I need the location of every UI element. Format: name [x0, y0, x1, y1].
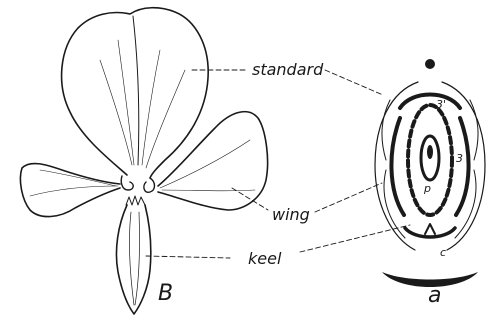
- diagram-keel: [405, 228, 455, 237]
- diagram-keel-notch: [425, 224, 435, 234]
- outer-calyx-right: [442, 82, 485, 250]
- floral-diagram: 3' 3 p c: [375, 59, 485, 287]
- standard-veins: [100, 40, 185, 168]
- outer-calyx-left: [375, 82, 418, 250]
- pistil-inner: [427, 145, 433, 159]
- mark-three-prime: 3': [436, 98, 446, 111]
- standard-leader-right: [325, 70, 383, 95]
- label-keel: keel: [248, 249, 282, 268]
- label-standard: standard: [252, 60, 324, 79]
- diagram-wing-right: [456, 118, 469, 215]
- bract: [382, 272, 478, 287]
- diagram-wing-left: [391, 118, 404, 215]
- right-wing-petal: [158, 112, 268, 210]
- keel-leader-left: [146, 256, 230, 258]
- keel-petal: [116, 205, 150, 314]
- stamen-ring: [408, 105, 452, 215]
- wing-leader-right: [315, 183, 382, 212]
- label-figure-b: B: [158, 281, 173, 306]
- wing-leader-left: [232, 188, 268, 210]
- leader-lines: [146, 70, 410, 258]
- mark-c: c: [440, 246, 446, 259]
- standard-midline: [133, 16, 139, 165]
- mark-p: p: [423, 182, 431, 195]
- right-wing-veins: [160, 140, 255, 191]
- keel-leader-right: [300, 225, 410, 252]
- keel-tip-fringe: [126, 196, 145, 205]
- pea-flower-drawing: [20, 8, 267, 314]
- left-wing-petal: [20, 164, 120, 217]
- axis-dot: [425, 59, 435, 69]
- label-wing: wing: [272, 205, 310, 224]
- keel-veins: [130, 212, 140, 305]
- centre-claw: [121, 176, 154, 192]
- mark-three: 3: [456, 152, 463, 165]
